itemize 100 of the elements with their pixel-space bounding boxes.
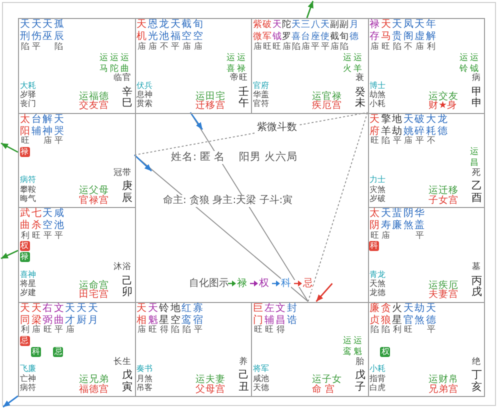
- brightness-mark: 陷: [340, 42, 350, 52]
- star-name: 文昌: [276, 302, 286, 326]
- spirit-star-name: 小耗: [370, 364, 386, 373]
- star-name: 天贵: [392, 19, 402, 42]
- star-name: 紫微: [253, 19, 262, 42]
- palace-box: [18, 302, 136, 397]
- arrow: [0, 250, 18, 260]
- star-name: 天福: [170, 19, 181, 42]
- spirit-star-name: 将军: [253, 364, 269, 373]
- transform-badge: 科: [30, 346, 41, 356]
- star-name: 副旬: [340, 19, 350, 42]
- brightness-mark: 庙: [137, 326, 146, 336]
- minor-star-name: 病符: [20, 382, 36, 392]
- brightness-mark: 庙: [148, 42, 158, 52]
- growth-stage: 死: [472, 168, 481, 178]
- star-name: 寡宿: [193, 302, 204, 326]
- arrow: [134, 154, 152, 172]
- brightness-mark: 得: [160, 326, 169, 336]
- star-name: 天魁: [148, 302, 158, 326]
- palace-name: 子女宫: [428, 196, 458, 206]
- spirit-star-name: 奏书: [136, 364, 152, 373]
- decade-palace: 运迁移: [428, 186, 458, 196]
- legend-label: 忌: [303, 278, 313, 289]
- minor-star-name: 岁破: [370, 194, 386, 202]
- star-name: 天刑: [20, 19, 30, 42]
- star-name: 天厨: [76, 302, 87, 326]
- brightness-mark: 得: [276, 326, 286, 336]
- decade-palace: 运交友: [428, 92, 458, 102]
- star-name: 天月: [88, 302, 98, 326]
- star-name: 破碎: [414, 114, 425, 136]
- palace-name: 田宅宫: [79, 290, 109, 300]
- brightness-mark: 陷: [54, 42, 64, 52]
- growth-stage: 胎: [356, 358, 364, 367]
- decade-palace: 运福德: [79, 92, 109, 102]
- star-name: 解神: [42, 114, 53, 136]
- star-name: 右弼: [42, 302, 53, 326]
- star-name: 天伤: [31, 19, 42, 42]
- star-name: 七杀: [31, 208, 42, 232]
- brightness-mark: 平: [194, 326, 203, 336]
- brightness-mark: 利: [20, 232, 30, 241]
- spirit-star-name: 病符: [20, 175, 36, 184]
- palace-name: 财★身: [428, 101, 458, 111]
- brightness-mark: 庙: [370, 42, 380, 52]
- brightness-mark: 旺: [370, 137, 380, 146]
- palace-box: [251, 302, 368, 397]
- decade-star-name: 运鸾: [343, 336, 352, 358]
- star-name: 天哭: [54, 114, 64, 136]
- brightness-mark: 庙: [194, 42, 203, 52]
- legend-label: 科: [281, 278, 291, 289]
- stem-branch: 乙酉: [471, 181, 482, 204]
- star-name: 天钺: [272, 19, 282, 42]
- spirit-star-name: 博士: [370, 80, 386, 90]
- brightness-mark: 庙: [253, 42, 262, 52]
- decade-star-name: 运昌: [470, 147, 479, 168]
- growth-stage: 墓: [472, 263, 481, 272]
- star-name: 旬空: [193, 19, 204, 42]
- star-name: 陀罗: [282, 19, 292, 42]
- star-name: 巨门: [253, 302, 264, 326]
- star-name: 天同: [20, 302, 30, 326]
- stem-branch: 庚辰: [122, 181, 132, 204]
- star-name: 武曲: [20, 208, 30, 231]
- star-name: 三台: [301, 19, 311, 42]
- star-name: 文曲: [54, 302, 64, 326]
- transform-badge: 权: [380, 346, 390, 356]
- brightness-mark: 平: [311, 42, 320, 52]
- minor-star-name: 将星: [20, 279, 36, 288]
- spirit-star-name: 飞廉: [20, 364, 36, 373]
- brightness-mark: 旺: [382, 42, 391, 52]
- spirit-star-name: 力士: [370, 175, 386, 184]
- palace-box: [368, 302, 485, 397]
- star-name: 天才: [65, 302, 76, 326]
- brightness-mark: 平: [54, 326, 64, 336]
- decade-star-name: 运喜: [226, 52, 236, 74]
- star-name: 太阴: [370, 208, 380, 232]
- star-name: 孤辰: [54, 19, 64, 42]
- star-name: 天马: [380, 19, 391, 42]
- brightness-mark: 陷: [370, 326, 380, 336]
- palace-box: [251, 18, 368, 114]
- star-name: 禄存: [370, 19, 380, 42]
- stem-branch: 壬午: [238, 86, 249, 110]
- star-name: 年解: [426, 19, 436, 42]
- star-name: 天姚: [403, 114, 414, 136]
- growth-stage: 沐浴: [114, 263, 132, 272]
- decade-palace: 运田宅: [196, 92, 226, 102]
- palace-name: 父母宫: [196, 384, 226, 394]
- arrow: [190, 112, 203, 130]
- brightness-mark: 旺: [404, 326, 414, 336]
- star-name: 天空: [42, 208, 53, 232]
- palace-name: 迁移宫: [196, 101, 226, 111]
- minor-star-name: 亡神: [20, 374, 36, 382]
- star-name: 阴煞: [403, 208, 414, 232]
- star-name: 天府: [370, 114, 380, 136]
- brightness-mark: 陷: [20, 42, 30, 52]
- growth-stage: 冠带: [114, 168, 132, 178]
- decade-star-name: 运火: [343, 52, 352, 74]
- star-name: 截空: [182, 19, 192, 42]
- minor-star-name: 咸池: [253, 374, 269, 382]
- decade-palace: 运子女: [312, 375, 342, 385]
- minor-star-name: 天煞: [370, 279, 386, 288]
- stem-branch: 丙戌: [471, 276, 482, 298]
